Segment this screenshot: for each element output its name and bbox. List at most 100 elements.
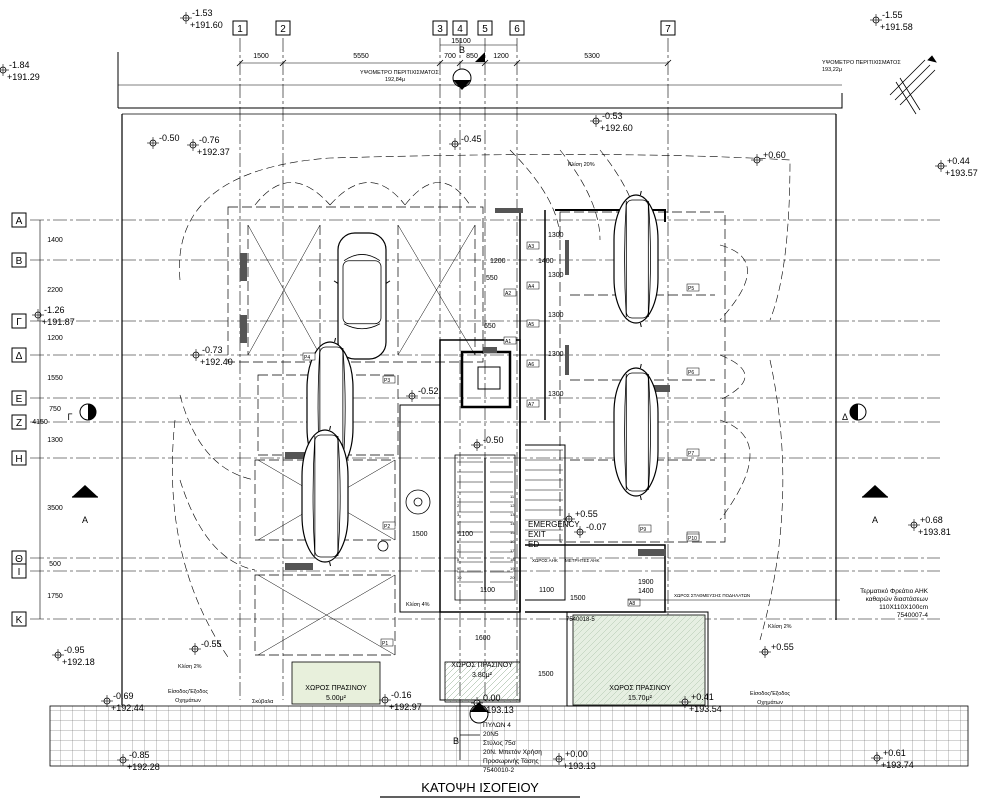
stair-step-number: 8 — [457, 557, 460, 562]
electric-room-label: ΧΩΡΟΣ ΑΗΚ — [532, 558, 558, 563]
emergency-exit-label: ED — [528, 540, 539, 549]
terminal-note: Τερματικό Φρεάτιο ΑΗΚ — [860, 587, 929, 595]
level-relative: -0.50 — [483, 435, 504, 445]
grid-row-label: Η — [15, 454, 22, 465]
level-absolute: +192.44 — [111, 703, 144, 713]
stair-step-number: 10 — [457, 575, 462, 580]
green-area-name: ΧΩΡΟΣ ΠΡΑΣΙΝΟΥ — [609, 685, 671, 692]
section-marks — [72, 52, 888, 724]
dimension-label: 1500 — [570, 595, 586, 602]
level-relative: -1.26 — [44, 305, 65, 315]
grid-column-bubble — [452, 20, 468, 36]
grid-row-label: Β — [16, 256, 23, 267]
grid-column-label: 3 — [437, 24, 443, 35]
grid-column-bubble — [509, 20, 525, 36]
grid-column-label: 6 — [514, 24, 520, 35]
level-absolute: +193.54 — [689, 704, 722, 714]
utility-pole-note: 20Ν5 — [483, 731, 499, 738]
level-markers — [0, 12, 947, 766]
dimension-label: 1500 — [538, 671, 554, 678]
car-icon — [613, 363, 659, 501]
grid-column-label: 7 — [665, 24, 671, 35]
dimension-label: 1400 — [638, 588, 654, 595]
level-relative: +0.55 — [575, 509, 598, 519]
stair-step-number: 2 — [457, 503, 460, 508]
stair-step-number: 7 — [457, 548, 460, 553]
level-absolute: +193.57 — [945, 168, 978, 178]
stair-step-number: 6 — [457, 539, 460, 544]
green-area-size: 15.70μ² — [628, 695, 653, 702]
grid-row-label: Ε — [16, 394, 23, 405]
dimension-label: 1200 — [490, 258, 506, 265]
level-absolute: +191.60 — [190, 20, 223, 30]
level-absolute: +192.40 — [200, 357, 233, 367]
level-absolute: +193.81 — [918, 527, 951, 537]
dimension-label: 750 — [49, 406, 61, 413]
dimension-label: 500 — [49, 561, 61, 568]
meter-room-label: ΜΕΤΡΗΤΕΣ ΑΗΚ — [565, 558, 600, 563]
storage-number: A3 — [528, 244, 534, 250]
parking-tag — [380, 638, 394, 647]
level-relative: -0.73 — [202, 345, 223, 355]
storage-number: A8 — [629, 601, 635, 607]
storage-tag — [627, 598, 641, 607]
utility-pole-note: Προσωρινής Τάσης — [483, 757, 539, 765]
dimension-label: 550 — [486, 275, 498, 282]
dimension-label: 650 — [484, 323, 496, 330]
storage-tag — [503, 288, 517, 297]
dimension-label: 1750 — [47, 593, 63, 600]
level-relative: -0.53 — [602, 111, 623, 121]
vehicle-entry-label: Οχημάτων — [175, 697, 201, 704]
slope-label: Κλίση 2% — [768, 624, 792, 630]
grid-row-label: Δ — [16, 351, 23, 362]
grid-row-bubble — [11, 611, 27, 627]
stair-step-number: 17 — [510, 548, 515, 553]
parking-number: P5 — [688, 286, 694, 292]
slope-label: Κλίση 2% — [178, 664, 202, 670]
grid-row-label: Κ — [16, 615, 23, 626]
terminal-note: καθαρών διαστάσεων — [866, 595, 928, 603]
stair-step-number: 11 — [510, 494, 515, 499]
grid-column-label: 2 — [280, 24, 286, 35]
grid-column-label: 4 — [457, 24, 463, 35]
section-letter: Δ — [842, 412, 848, 422]
grid-row-label: Ζ — [16, 418, 22, 429]
green-area-size: 5.00μ² — [326, 695, 347, 702]
grid-row-bubble — [11, 347, 27, 363]
level-relative: -0.07 — [586, 522, 607, 532]
dimension-label: 1200 — [47, 335, 63, 342]
parking-number: P4 — [304, 355, 310, 361]
level-absolute: +192.97 — [389, 702, 422, 712]
dimension-label: 3500 — [47, 505, 63, 512]
core-walls — [399, 209, 709, 707]
green-area-1 — [291, 661, 381, 705]
dimension-label: 5550 — [353, 53, 369, 60]
level-absolute: +191.29 — [7, 72, 40, 82]
drawing-title: ΚΑΤΟΨΗ ΙΣΟΓΕΙΟΥ — [421, 780, 539, 795]
green-area-size: 3.80μ² — [472, 672, 493, 679]
bicycle-parking-label: ΧΩΡΟΣ ΣΤΑΘΜΕΥΣΗΣ ΠΟΔΗΛΑΤΩΝ — [674, 593, 750, 598]
section-letter: A — [872, 515, 878, 525]
parking-number: P2 — [384, 524, 390, 530]
level-relative: +0.68 — [920, 515, 943, 525]
grid-row-label: Α — [16, 216, 23, 227]
dimension-label: 1300 — [548, 351, 564, 358]
car-symbols — [301, 190, 659, 567]
level-relative: 0.00 — [483, 693, 501, 703]
parking-number: P1 — [382, 641, 388, 647]
vehicle-entry-label: Είσοδος/Έξοδος — [750, 691, 790, 697]
green-area-name: ΧΩΡΟΣ ΠΡΑΣΙΝΟΥ — [451, 662, 513, 669]
vehicle-entry-label: Είσοδος/Έξοδος — [168, 689, 208, 695]
dimension-label: 1100 — [480, 587, 495, 594]
box-code-label: 7540018-5 — [566, 617, 595, 623]
utility-pole-note: 20Ν. Μπετόν Χρήση — [483, 748, 542, 756]
dimension-label: 2200 — [47, 287, 63, 294]
level-absolute: +192.60 — [600, 123, 633, 133]
level-relative: -0.85 — [129, 750, 150, 760]
grid-column-label: 5 — [482, 24, 488, 35]
grid-row-bubble — [11, 390, 27, 406]
level-relative: +0.41 — [691, 692, 714, 702]
dimension-label: 1300 — [548, 312, 564, 319]
storage-number: A7 — [528, 402, 534, 408]
